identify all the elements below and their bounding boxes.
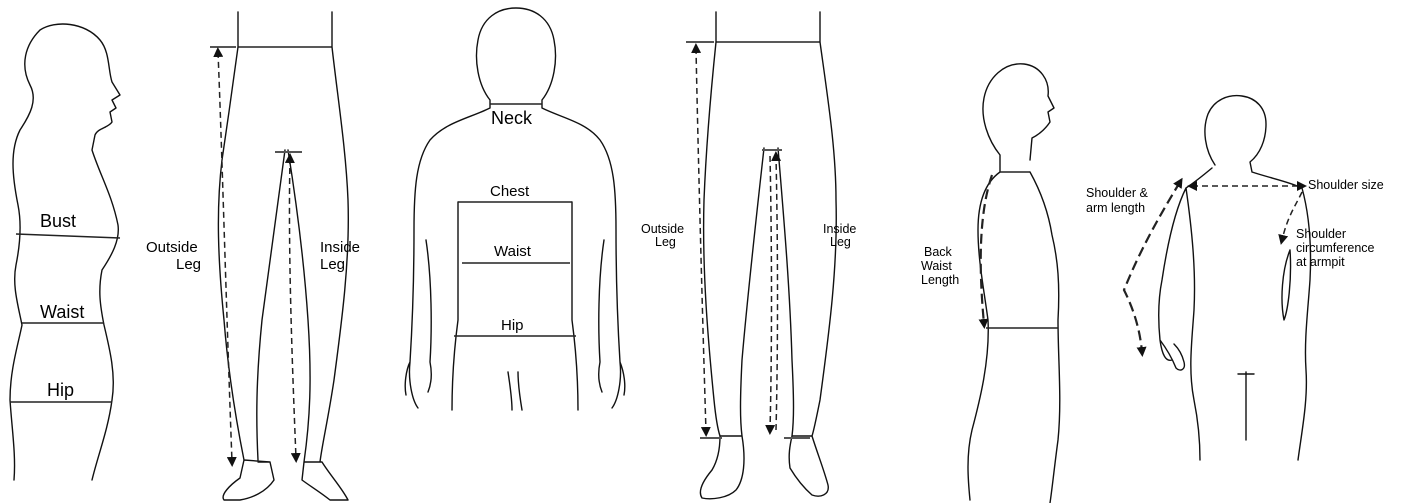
inside-leg-arrow-2b [776,156,778,430]
shoulder-arm-length-label-2: arm length [1086,201,1145,215]
outside-leg-label-2: Outside [641,222,684,236]
shoulder-size-label: Shoulder size [1308,178,1384,192]
figure-legs-socks: Outside Leg Inside Leg [641,12,856,499]
hip-side-label: Hip [47,380,74,400]
inside-leg-label-2: Inside [823,222,856,236]
shoulder-circumference-label-3: at armpit [1296,255,1345,269]
waist-side-label: Waist [40,302,84,322]
waist-front-label: Waist [494,243,532,260]
bust-label: Bust [40,211,76,231]
shoulder-arm-length-label-1: Shoulder & [1086,186,1149,200]
bust-measure-line [16,234,120,238]
back-waist-length-label-3: Length [921,273,959,287]
inside-leg-arrow [289,158,296,458]
side-profile-outline [10,24,120,480]
outside-leg-arrow-2 [696,48,706,432]
outside-leg-label-2b: Leg [655,235,676,249]
figure-front-torso: Neck Chest Waist Hip [405,8,625,410]
inside-leg-label-1b: Leg [320,256,345,273]
shoulder-circumference-label-2: circumference [1296,241,1375,255]
inside-leg-arrow-2 [770,156,772,430]
inside-leg-label-1: Inside [320,239,360,256]
legs-socks-outline [700,12,836,499]
figure-legs-heels: Outside Leg Inside Leg [146,12,360,500]
back-waist-length-label-1: Back [924,245,953,259]
neck-label: Neck [491,108,533,128]
figure-back-waist: Back Waist Length [921,64,1060,503]
chest-label: Chest [490,183,530,200]
back-waist-length-label-2: Waist [921,259,952,273]
figure-side-profile: Bust Waist Hip [10,24,120,480]
outside-leg-label-1b: Leg [176,256,201,273]
outside-leg-arrow [218,52,232,462]
figure-back-shoulders: Shoulder & arm length Shoulder size Shou… [1086,96,1384,460]
outside-leg-label-1: Outside [146,239,198,256]
shoulder-circumference-label-1: Shoulder [1296,227,1346,241]
front-torso-outline [405,8,625,410]
inside-leg-label-2b: Leg [830,235,851,249]
back-shoulders-outline [1159,96,1311,460]
hip-front-label: Hip [501,317,524,334]
